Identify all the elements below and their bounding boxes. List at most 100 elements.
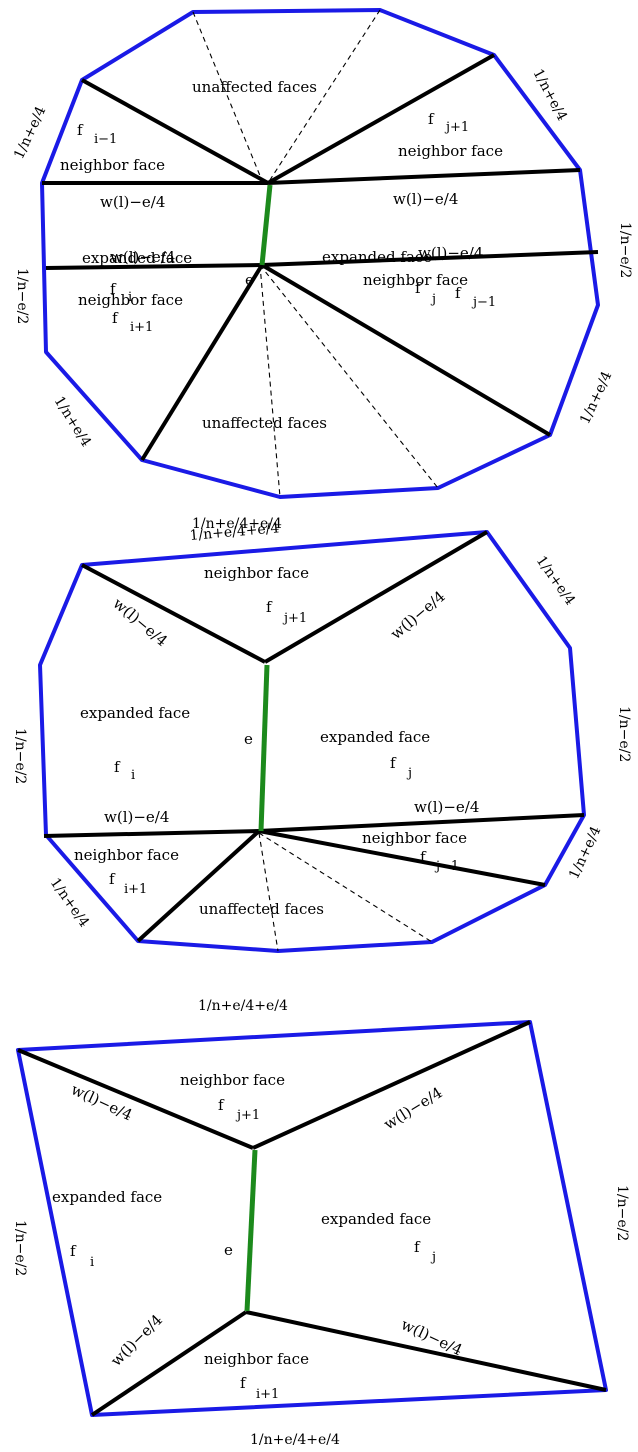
unaffected-label: unaffected faces <box>202 414 327 432</box>
f-subscript: i+1 <box>130 320 153 335</box>
neighbor-label: neighbor face <box>60 156 165 174</box>
f-subscript: j+1 <box>444 120 469 135</box>
w-label: w(l)−e/4 <box>109 594 171 650</box>
f-label: f <box>109 870 116 888</box>
boundary-label: 1/n−e/2 <box>12 728 28 784</box>
f-label: f <box>240 1374 247 1392</box>
f-label: f <box>218 1096 225 1114</box>
f-label: f <box>390 754 397 772</box>
f-subscript: i+1 <box>256 1387 279 1402</box>
boundary-label: 1/n+e/4 <box>577 369 615 427</box>
expanded-label: expanded face <box>322 248 432 266</box>
dashed-line <box>267 9 381 184</box>
expanded-label: expanded face <box>321 1210 431 1228</box>
e-label: e <box>245 271 254 289</box>
unaffected-label: unaffected faces <box>199 900 324 918</box>
w-label: w(l)−e/4 <box>393 190 458 208</box>
face-edge <box>267 53 495 185</box>
face-edge <box>261 250 599 267</box>
e-label: e <box>224 1241 233 1259</box>
f-label: f <box>415 279 422 297</box>
dashed-line <box>258 832 279 952</box>
f-label: f <box>428 110 435 128</box>
boundary-label: 1/n+e/4 <box>529 66 570 123</box>
boundary-label: 1/n+e/4+e/4 <box>250 1432 340 1448</box>
w-label: w(l)−e/4 <box>107 1311 166 1370</box>
boundary-label: 1/n+e/4+e/4 <box>189 520 280 544</box>
face-edge <box>245 1310 607 1392</box>
outer-boundary <box>38 530 586 953</box>
expanded-label: expanded face <box>52 1188 162 1206</box>
boundary-label: 1/n−e/2 <box>616 706 632 762</box>
neighbor-label: neighbor face <box>204 564 309 582</box>
f-subscript: j <box>430 1250 436 1265</box>
face-edge <box>260 263 552 437</box>
f-subscript: i <box>90 1255 94 1270</box>
boundary-label: 1/n+e/4 <box>51 394 94 450</box>
edge-e <box>258 664 270 832</box>
w-label: w(l)−e/4 <box>100 193 165 211</box>
f-label: f <box>77 121 84 139</box>
neighbor-label: neighbor face <box>398 142 503 160</box>
f-subscript: j−1 <box>471 295 496 310</box>
face-edge <box>45 263 263 270</box>
boundary-label: 1/n−e/2 <box>614 1185 630 1241</box>
neighbor-label: neighbor face <box>78 291 183 309</box>
face-edge <box>81 78 269 185</box>
f-subscript: i <box>128 290 132 305</box>
w-label: w(l)−e/4 <box>387 587 449 643</box>
neighbor-label: neighbor face <box>204 1350 309 1368</box>
f-label: f <box>266 598 273 616</box>
neighbor-label: neighbor face <box>74 846 179 864</box>
dashed-line <box>259 264 439 489</box>
boundary-label: 1/n−e/2 <box>12 1220 28 1276</box>
expanded-label: expanded face <box>82 249 192 267</box>
panel-1: unaffected faces f i−1 neighbor face f j… <box>11 8 633 499</box>
face-edge <box>90 1310 248 1417</box>
boundary-label: 1/n+e/4+e/4 <box>192 516 282 532</box>
edge-e <box>259 184 273 266</box>
face-edge <box>17 1048 254 1150</box>
f-subscript: j+1 <box>235 1108 260 1123</box>
expanded-label: expanded face <box>320 728 430 746</box>
f-label: f <box>112 309 119 327</box>
w-label: w(l)−e/4 <box>104 808 169 826</box>
f-label: f <box>114 758 121 776</box>
boundary-label: 1/n−e/2 <box>617 222 633 278</box>
f-label: f <box>414 1238 421 1256</box>
panel-2: neighbor face f j+1 w(l)−e/4 w(l)−e/4 ex… <box>12 520 632 953</box>
panel-3: neighbor face f j+1 w(l)−e/4 w(l)−e/4 ex… <box>12 998 630 1448</box>
boundary-label: 1/n+e/4 <box>566 824 604 882</box>
face-edge <box>258 829 546 887</box>
f-subscript: j <box>406 766 412 781</box>
edge-e <box>244 1149 258 1312</box>
f-label: f <box>70 1242 77 1260</box>
face-edge <box>252 1020 531 1150</box>
f-subscript: i+1 <box>124 882 147 897</box>
neighbor-label: neighbor face <box>362 829 467 847</box>
f-label: f <box>420 848 427 866</box>
neighbor-label: neighbor face <box>363 271 468 289</box>
face-edge <box>43 829 260 838</box>
face-edge <box>258 813 585 833</box>
f-subscript: j+1 <box>282 611 307 626</box>
f-subscript: i <box>131 768 135 783</box>
w-label: w(l)−e/4 <box>414 798 479 816</box>
w-label: w(l)−e/4 <box>110 248 175 266</box>
f-label: f <box>455 284 462 302</box>
face-edge <box>81 563 266 664</box>
expanded-label: expanded face <box>80 704 190 722</box>
w-label: w(l)−e/4 <box>418 244 483 262</box>
face-edge <box>267 168 581 185</box>
f-subscript: j <box>430 292 436 307</box>
dashed-line <box>192 11 264 184</box>
unaffected-label: unaffected faces <box>192 78 317 96</box>
boundary-label: 1/n+e/4 <box>533 553 578 608</box>
boundary-label: 1/n−e/2 <box>14 268 30 324</box>
neighbor-label: neighbor face <box>180 1071 285 1089</box>
f-subscript: i−1 <box>94 132 117 147</box>
dashed-line <box>259 264 281 498</box>
f-label: f <box>110 280 117 298</box>
face-edge <box>136 829 261 943</box>
